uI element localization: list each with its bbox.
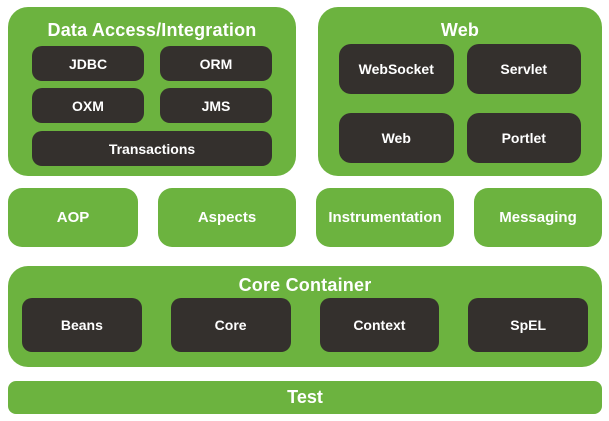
web-module-grid: WebSocket Servlet Web Portlet xyxy=(339,44,581,163)
module-jdbc: JDBC xyxy=(32,46,144,81)
test-row: Test xyxy=(8,381,602,414)
module-beans: Beans xyxy=(22,298,142,352)
box-messaging: Messaging xyxy=(474,188,602,247)
box-aspects: Aspects xyxy=(158,188,296,247)
module-transactions: Transactions xyxy=(32,131,272,166)
top-row: Data Access/Integration JDBC ORM OXM JMS… xyxy=(8,7,602,176)
core-row: Core Container Beans Core Context SpEL xyxy=(8,266,602,367)
module-servlet: Servlet xyxy=(466,44,581,94)
module-portlet: Portlet xyxy=(466,113,581,163)
module-jms: JMS xyxy=(160,88,272,123)
module-oxm: OXM xyxy=(32,88,144,123)
module-orm: ORM xyxy=(160,46,272,81)
box-test: Test xyxy=(8,381,602,414)
core-module-grid: Beans Core Context SpEL xyxy=(22,298,588,352)
panel-core-container: Core Container Beans Core Context SpEL xyxy=(8,266,602,367)
panel-data-access-integration: Data Access/Integration JDBC ORM OXM JMS… xyxy=(8,7,296,176)
module-core: Core xyxy=(170,298,291,352)
module-web: Web xyxy=(339,113,454,163)
module-websocket: WebSocket xyxy=(339,44,454,94)
panel-title-web: Web xyxy=(440,20,480,40)
middle-row: AOP Aspects Instrumentation Messaging xyxy=(8,188,602,247)
panel-web: Web WebSocket Servlet Web Portlet xyxy=(318,7,602,176)
box-aop: AOP xyxy=(8,188,138,247)
panel-title-core-container: Core Container xyxy=(238,275,372,295)
box-instrumentation: Instrumentation xyxy=(316,188,454,247)
module-spel: SpEL xyxy=(468,298,588,352)
module-context: Context xyxy=(319,298,440,352)
panel-title-data-access-integration: Data Access/Integration xyxy=(47,20,257,40)
data-access-module-grid: JDBC ORM OXM JMS xyxy=(32,46,272,123)
